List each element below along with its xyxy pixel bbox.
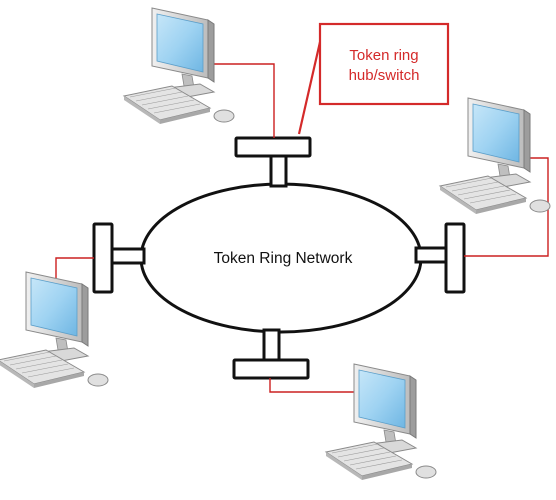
hub-bottom	[232, 328, 310, 380]
computer-bottom	[325, 363, 437, 481]
callout-pointer	[297, 41, 322, 135]
hub-top	[234, 136, 312, 188]
hub-right	[414, 222, 466, 294]
callout-line-2: hub/switch	[349, 67, 420, 84]
hub-left	[92, 222, 146, 294]
cable-bottom	[269, 378, 356, 393]
cable-top-left	[214, 63, 275, 138]
ring-label: Token Ring Network	[214, 250, 353, 267]
computer-right	[439, 97, 551, 215]
hub-callout: Token ring hub/switch	[297, 22, 450, 135]
computer-left	[0, 271, 109, 389]
computer-top-left	[123, 7, 235, 125]
callout-line-1: Token ring	[349, 47, 418, 64]
cables	[55, 63, 549, 393]
callout-box	[318, 22, 450, 106]
